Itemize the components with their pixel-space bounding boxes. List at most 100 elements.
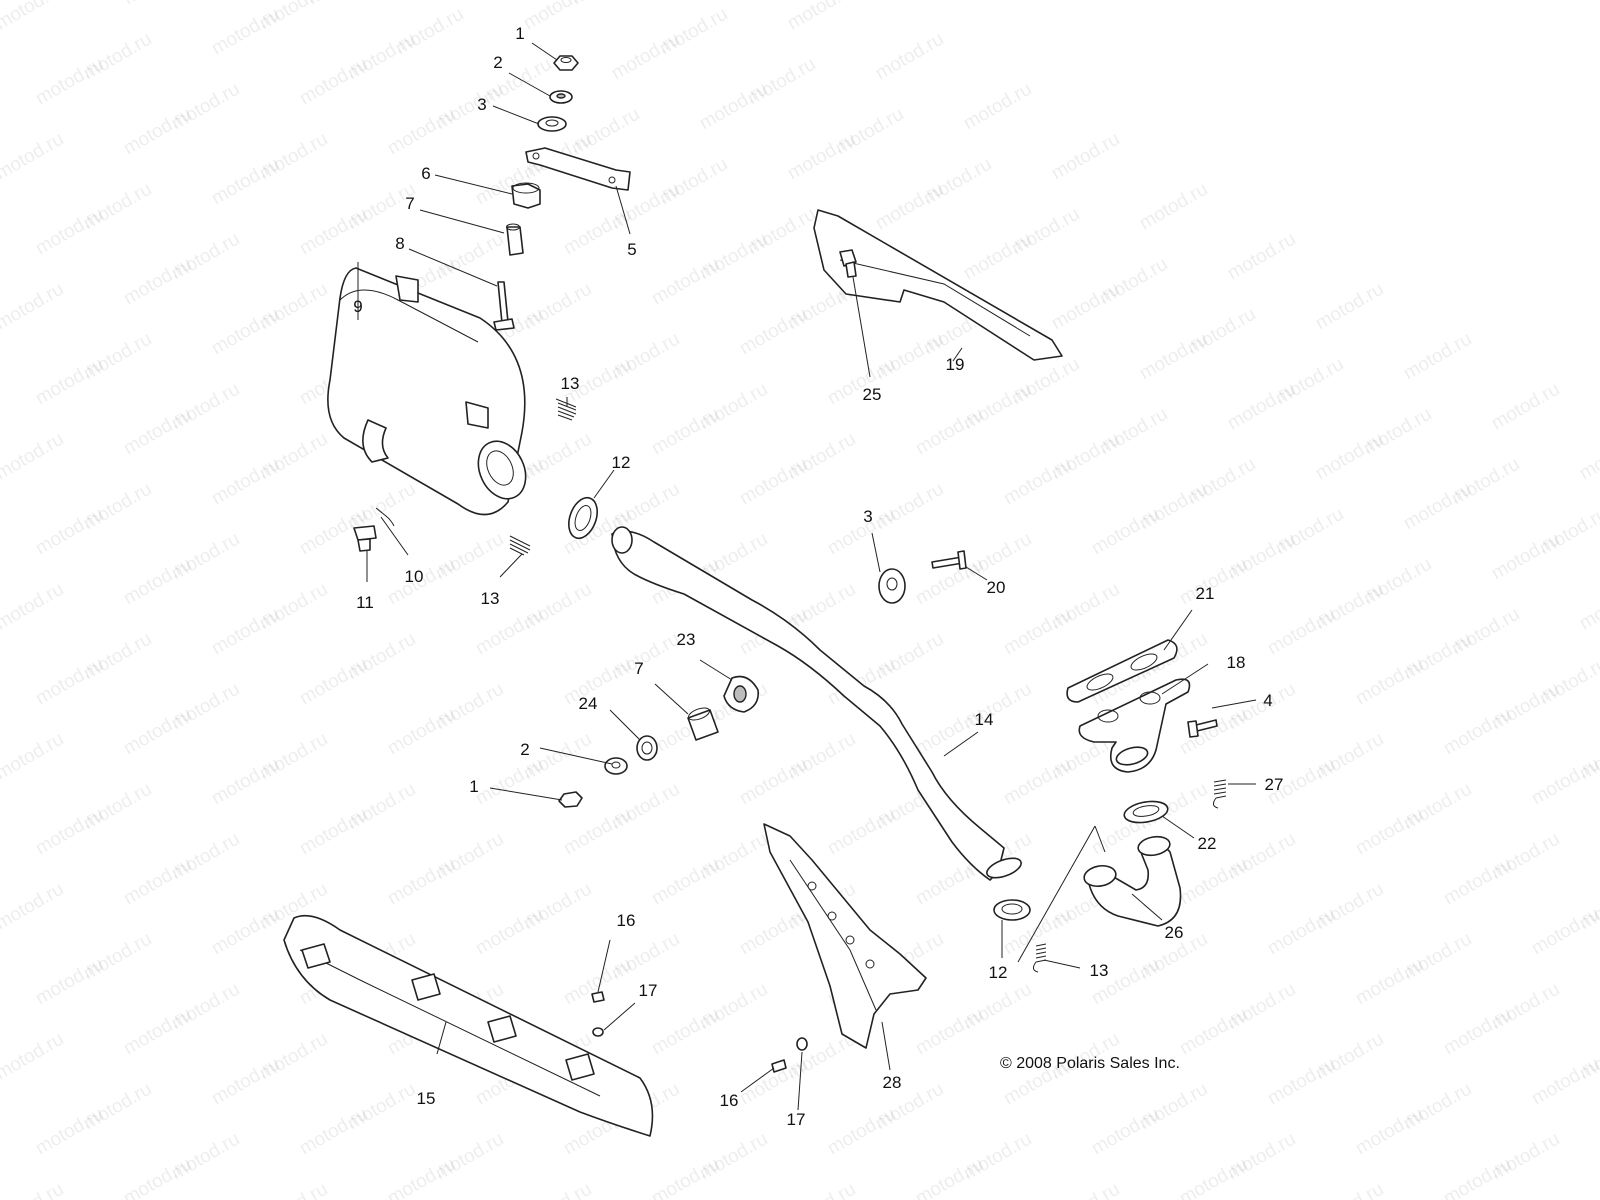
watermark-text: motod.ru [384, 104, 459, 160]
watermark-text: motod.ru [648, 854, 723, 910]
part-15-heat-shield-muffler [283, 914, 654, 1137]
watermark-text: motod.ru [648, 1004, 723, 1060]
watermark-text: motod.ru [384, 854, 459, 910]
part-26-y-pipe [1083, 835, 1182, 927]
watermark-text: motod.ru [1400, 329, 1475, 385]
part-7-sleeve-top [506, 223, 524, 256]
callout-14: 14 [975, 710, 994, 729]
watermark-text: motod.ru [960, 229, 1035, 285]
watermark-text: motod.ru [208, 304, 283, 360]
callout-7: 7 [634, 659, 643, 678]
callout-3: 3 [863, 507, 872, 526]
part-22-gasket [1123, 800, 1169, 824]
watermark-text: motod.ru [0, 279, 67, 335]
watermark-text: motod.ru [784, 0, 859, 34]
callout-17: 17 [787, 1110, 806, 1129]
callout-20: 20 [987, 578, 1006, 597]
callout-7: 7 [405, 194, 414, 213]
watermark-text: motod.ru [296, 654, 371, 710]
part-28-heat-shield-lower [763, 823, 927, 1049]
watermark-text: motod.ru [560, 204, 635, 260]
part-16-screw-upper [591, 991, 605, 1003]
part-19-heat-shield-upper [813, 209, 1063, 361]
callout-22: 22 [1198, 834, 1217, 853]
watermark-text: motod.ru [472, 904, 547, 960]
part-12-gasket-lower [993, 899, 1031, 921]
watermark-text: motod.ru [1488, 379, 1563, 435]
watermark-text: motod.ru [208, 904, 283, 960]
watermark-text: motod.ru [0, 1179, 67, 1200]
watermark-text: motod.ru [1352, 804, 1427, 860]
watermark-text: motod.ru [296, 804, 371, 860]
part-5-mount-bracket [525, 147, 631, 191]
watermark-text: motod.ru [32, 504, 107, 560]
watermark-text: motod.ru [1488, 529, 1563, 585]
part-14-head-pipe [611, 526, 1022, 881]
watermark-text: motod.ru [1000, 604, 1075, 660]
watermark-text: motod.ru [1048, 129, 1123, 185]
watermark-text: motod.ru [560, 804, 635, 860]
part-1-nut-mid [558, 791, 583, 808]
watermark-text: motod.ru [696, 79, 771, 135]
callout-12: 12 [989, 963, 1008, 982]
watermark-text: motod.ru [608, 29, 683, 85]
watermark-text: motod.ru [120, 0, 195, 9]
watermark-text: motod.ru [1176, 1004, 1251, 1060]
watermark-text: motod.ru [1136, 179, 1211, 235]
part-23-bushing [723, 675, 760, 713]
watermark-text: motod.ru [648, 404, 723, 460]
watermark-text: motod.ru [296, 204, 371, 260]
watermark-text: motod.ru [1312, 429, 1387, 485]
watermark-text: motod.ru [472, 604, 547, 660]
callout-24: 24 [579, 694, 598, 713]
watermark-text: motod.ru [0, 879, 67, 935]
callout-26: 26 [1165, 923, 1184, 942]
watermark-text: motod.ru [912, 1004, 987, 1060]
leader-lines [357, 42, 1257, 1111]
callout-6: 6 [421, 164, 430, 183]
watermark-text: motod.ru [648, 1154, 723, 1200]
watermark-text: motod.ru [32, 54, 107, 110]
part-17-washer-upper [592, 1027, 604, 1037]
part-9-muffler [327, 267, 527, 516]
callout-13: 13 [561, 374, 580, 393]
watermark-text: motod.ru [32, 354, 107, 410]
watermark-text: motod.ru [1440, 1004, 1515, 1060]
watermark-text: motod.ru [296, 54, 371, 110]
part-2-washer-mid [604, 757, 628, 775]
watermark-text: motod.ru [120, 704, 195, 760]
watermark-text: motod.ru [32, 204, 107, 260]
watermark-text: motod.ru [560, 654, 635, 710]
callout-9: 9 [353, 297, 362, 316]
callout-23: 23 [677, 630, 696, 649]
watermark-text: motod.ru [872, 29, 947, 85]
part-12-gasket-upper [568, 496, 598, 540]
watermark-text: motod.ru [736, 304, 811, 360]
watermark-text: motod.ru [1136, 329, 1211, 385]
part-24-washer [636, 735, 658, 761]
watermark-text: motod.ru [1312, 279, 1387, 335]
watermark-text: motod.ru [208, 4, 283, 60]
watermark-text: motod.ru [1224, 229, 1299, 285]
watermark-text: motod.ru [1176, 704, 1251, 760]
callout-11: 11 [356, 593, 374, 612]
watermark-text: motod.ru [824, 504, 899, 560]
watermark-text: motod.ru [1264, 904, 1339, 960]
callout-21: 21 [1196, 584, 1215, 603]
watermark-text: motod.ru [1312, 1179, 1387, 1200]
watermark-text: motod.ru [120, 1004, 195, 1060]
watermark-text: motod.ru [1352, 654, 1427, 710]
watermark-text: motod.ru [1176, 1154, 1251, 1200]
watermark-text: motod.ru [120, 1154, 195, 1200]
watermark-text: motod.ru [1088, 504, 1163, 560]
watermark-text: motod.ru [32, 954, 107, 1010]
part-3-grommet-mid [878, 568, 906, 604]
callout-3: 3 [477, 95, 486, 114]
watermark-text: motod.ru [824, 804, 899, 860]
watermark-text: motod.ru [784, 1179, 859, 1200]
callout-1: 1 [469, 777, 478, 796]
watermark-text: motod.ru [1224, 379, 1299, 435]
watermark-text: motod.ru [0, 129, 67, 185]
watermark-text: motod.ru [120, 554, 195, 610]
